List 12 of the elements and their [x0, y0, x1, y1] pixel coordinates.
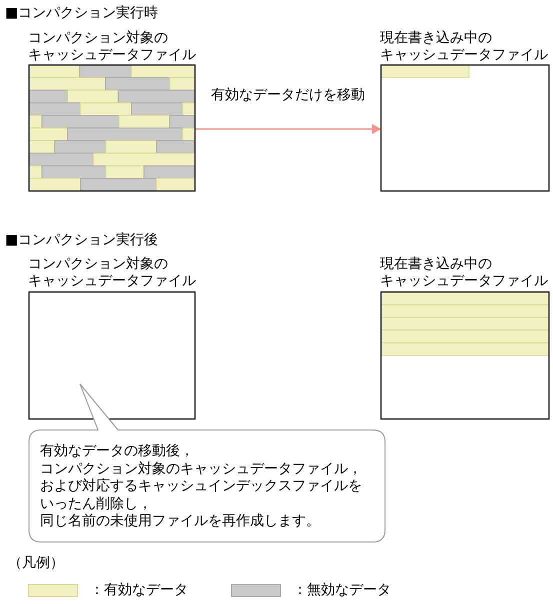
- section-heading: ■コンパクション実行時: [5, 5, 158, 22]
- edge-label: 有効なデータだけを移動: [211, 87, 365, 103]
- section-heading: ■コンパクション実行後: [5, 232, 158, 249]
- file-heading: コンパクション対象のキャッシュデータファイル: [28, 30, 196, 64]
- file-heading: 現在書き込み中のキャッシュデータファイル: [380, 256, 548, 290]
- legend-text: ：無効なデータ: [293, 582, 391, 599]
- file-heading: 現在書き込み中のキャッシュデータファイル: [380, 30, 548, 64]
- legend-text: ：有効なデータ: [90, 582, 188, 599]
- file-heading: コンパクション対象のキャッシュデータファイル: [28, 256, 196, 290]
- legend-heading: （凡例）: [8, 555, 64, 572]
- callout-text: 有効なデータの移動後，コンパクション対象のキャッシュデータファイル，および対応するキャッシュインデックスファイルをいったん削除し，同じ名前の未使用ファイルを再作成します。: [40, 443, 362, 530]
- arrow: [195, 124, 381, 134]
